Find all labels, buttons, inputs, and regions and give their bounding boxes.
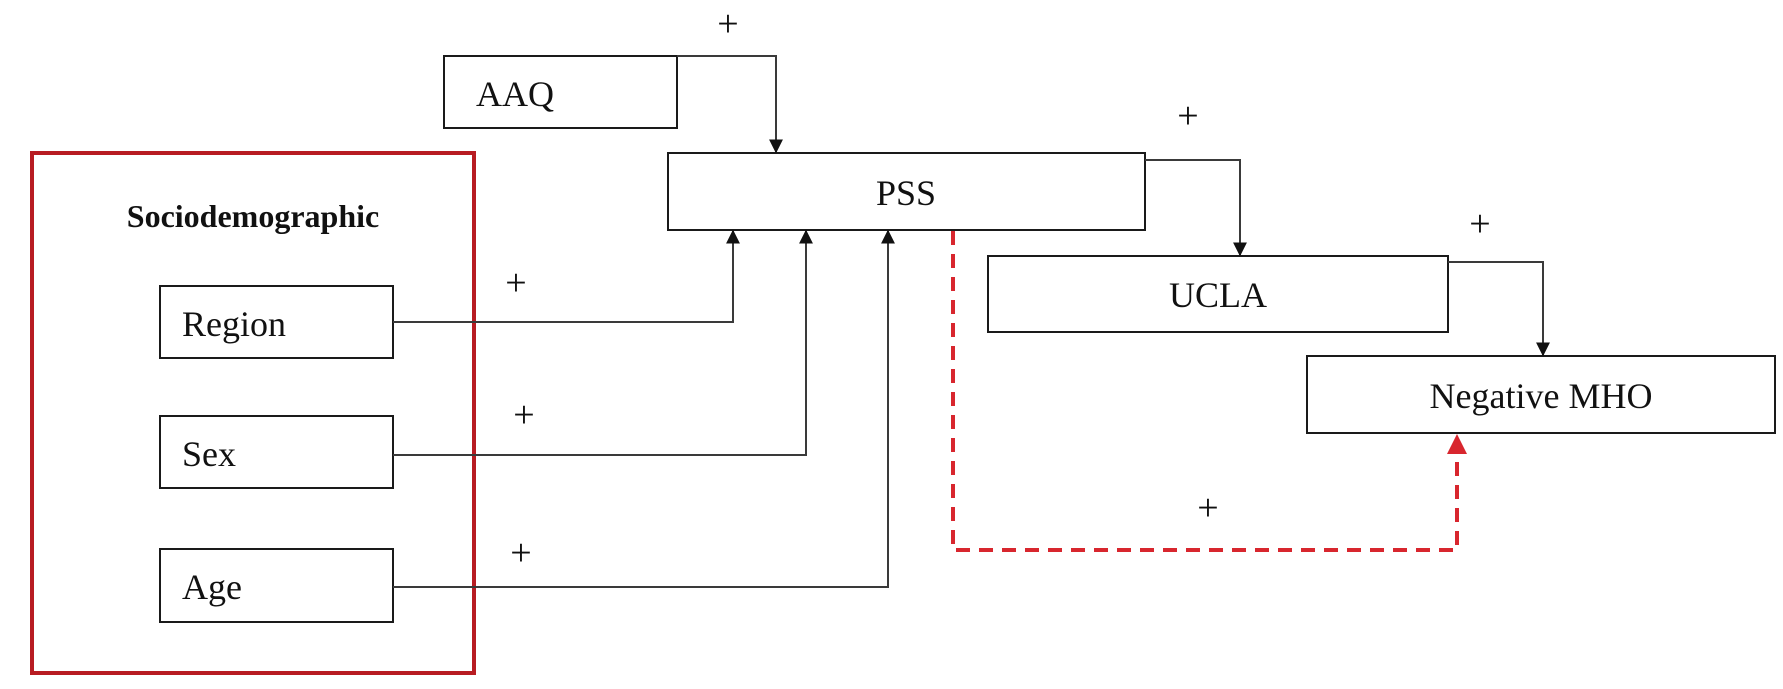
node-sex: Sex (159, 415, 394, 489)
sign-ucla-negative-mho: + (1469, 203, 1490, 245)
node-ucla: UCLA (987, 255, 1449, 333)
node-pss: PSS (667, 152, 1146, 231)
node-region-label: Region (182, 304, 286, 344)
sign-pss-negative-mho: + (1197, 487, 1218, 529)
node-age: Age (159, 548, 394, 623)
node-age-label: Age (182, 567, 242, 607)
node-pss-label: PSS (876, 173, 936, 213)
node-aaq: AAQ (443, 55, 678, 129)
edge-age-to-pss (393, 229, 895, 588)
node-region: Region (159, 285, 394, 359)
edge-pss-to-negative-mho-dashed (951, 231, 1467, 552)
sign-region-pss: + (505, 262, 526, 304)
sign-age-pss: + (510, 532, 531, 574)
sociodemographic-group-box (30, 151, 476, 675)
node-negative-mho: Negative MHO (1306, 355, 1776, 434)
sociodemographic-label: Sociodemographic (127, 198, 379, 234)
edge-sex-to-pss (393, 229, 813, 456)
edge-ucla-to-negative-mho (1448, 261, 1550, 357)
node-ucla-label: UCLA (1169, 275, 1267, 315)
edge-aaq-to-pss (677, 55, 783, 154)
sign-sex-pss: + (513, 394, 534, 436)
node-aaq-label: AAQ (476, 74, 554, 114)
sign-pss-ucla: + (1177, 95, 1198, 137)
sign-aaq-pss: + (717, 3, 738, 45)
node-negative-mho-label: Negative MHO (1430, 376, 1653, 416)
node-sex-label: Sex (182, 434, 236, 474)
edge-region-to-pss (393, 229, 740, 323)
edge-pss-to-ucla (1145, 159, 1247, 257)
